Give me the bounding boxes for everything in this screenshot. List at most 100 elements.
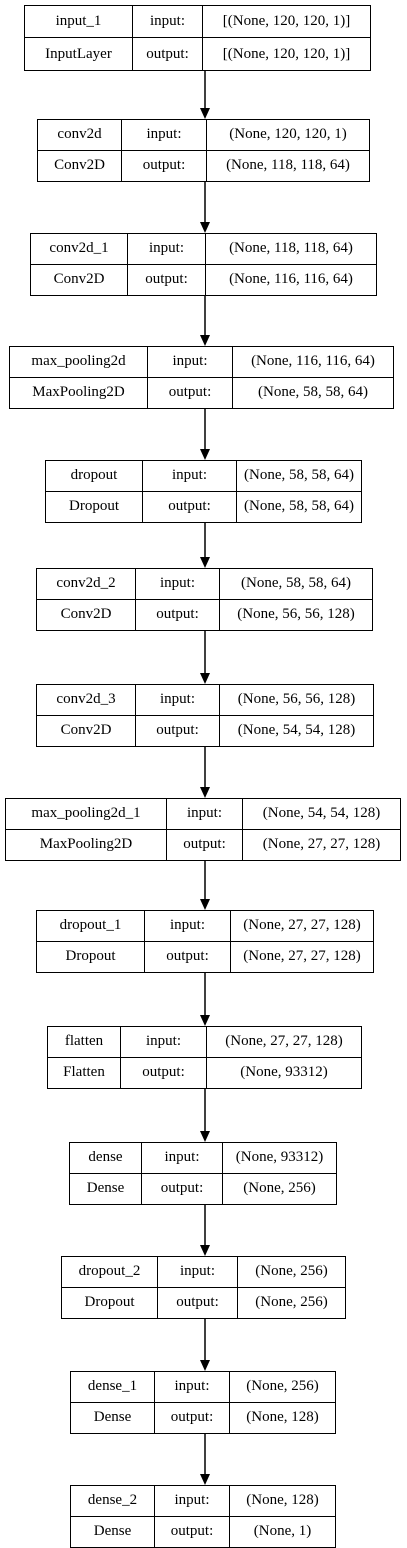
output-shape: (None, 128)	[246, 1409, 319, 1426]
output-label: output:	[121, 1057, 207, 1088]
arrow-head-icon	[200, 899, 210, 910]
layer-name: dense	[70, 1143, 142, 1173]
layer-type: MaxPooling2D	[10, 377, 148, 408]
layer-type: InputLayer	[25, 38, 133, 70]
input-shape: (None, 128)	[246, 1492, 319, 1509]
layer-type: Conv2D	[37, 599, 136, 630]
arrow-head-icon	[200, 1245, 210, 1256]
input-label: input:	[133, 6, 203, 37]
layer-type: Dropout	[46, 491, 143, 522]
output-label: output:	[148, 377, 233, 408]
layer-name: max_pooling2d_1	[6, 799, 167, 829]
output-label: output:	[155, 1516, 230, 1547]
arrow-head-icon	[200, 557, 210, 568]
input-shape: (None, 27, 27, 128)	[243, 917, 361, 934]
output-shape: (None, 256)	[255, 1294, 328, 1311]
layer-type: Dense	[71, 1516, 155, 1547]
arrow-head-icon	[200, 1131, 210, 1142]
layer-name: input_1	[25, 6, 133, 37]
input-label: input:	[122, 120, 207, 150]
arrow-head-icon	[200, 673, 210, 684]
arrow-head-icon	[200, 1015, 210, 1026]
input-label: input:	[136, 569, 220, 599]
layer-name: dense_2	[71, 1486, 155, 1516]
layer-name: conv2d	[38, 120, 122, 150]
input-shape: (None, 54, 54, 128)	[262, 805, 381, 822]
layer-type: MaxPooling2D	[6, 829, 167, 860]
output-shape: (None, 54, 54, 128)	[237, 722, 356, 739]
input-label: input:	[136, 685, 220, 715]
layer-type: Conv2D	[31, 264, 128, 295]
output-label: output:	[143, 491, 237, 522]
arrow-head-icon	[200, 1360, 210, 1371]
arrow-head-icon	[200, 1474, 210, 1485]
output-shape: (None, 116, 116, 64)	[229, 271, 353, 288]
arrow-head-icon	[200, 449, 210, 460]
output-label: output:	[158, 1287, 238, 1318]
input-label: input:	[155, 1372, 230, 1402]
input-label: input:	[143, 461, 237, 491]
input-shape: (None, 256)	[246, 1378, 319, 1395]
layer-name: conv2d_1	[31, 234, 128, 264]
output-label: output:	[145, 941, 231, 972]
input-shape: (None, 27, 27, 128)	[225, 1033, 343, 1050]
output-shape: (None, 58, 58, 64)	[258, 384, 368, 401]
output-shape: (None, 27, 27, 128)	[243, 948, 361, 965]
input-shape: (None, 256)	[255, 1263, 328, 1280]
output-label: output:	[133, 38, 203, 70]
input-label: input:	[148, 347, 233, 377]
output-label: output:	[155, 1402, 230, 1433]
input-shape: (None, 58, 58, 64)	[241, 575, 351, 592]
layer-name: dense_1	[71, 1372, 155, 1402]
output-label: output:	[128, 264, 206, 295]
arrow-head-icon	[200, 787, 210, 798]
input-shape: (None, 93312)	[235, 1149, 324, 1166]
output-label: output:	[142, 1173, 223, 1204]
input-shape: (None, 56, 56, 128)	[237, 691, 356, 708]
output-label: output:	[167, 829, 243, 860]
arrow-head-icon	[200, 335, 210, 346]
layer-name: flatten	[48, 1027, 121, 1057]
input-label: input:	[121, 1027, 207, 1057]
layer-name: conv2d_2	[37, 569, 136, 599]
input-shape: [(None, 120, 120, 1)]	[222, 13, 351, 29]
output-shape: (None, 58, 58, 64)	[244, 498, 354, 515]
input-label: input:	[167, 799, 243, 829]
layer-name: conv2d_3	[37, 685, 136, 715]
output-shape: (None, 118, 118, 64)	[226, 157, 350, 174]
output-shape: (None, 27, 27, 128)	[262, 836, 381, 853]
output-label: output:	[136, 715, 220, 746]
layer-type: Flatten	[48, 1057, 121, 1088]
